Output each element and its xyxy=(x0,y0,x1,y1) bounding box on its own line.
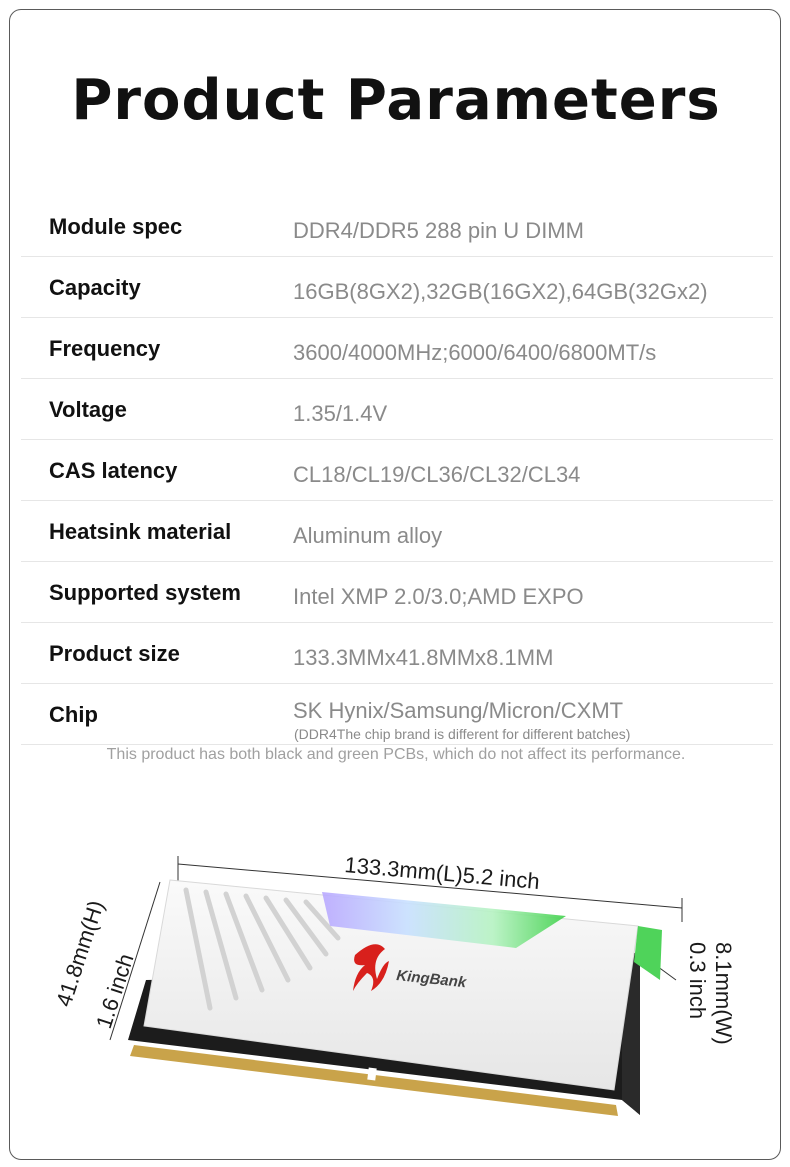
spec-label: Voltage xyxy=(49,397,127,422)
spec-label: Supported system xyxy=(49,580,241,605)
height-dimension-line xyxy=(109,881,161,1041)
spec-row-supported-system: Supported system Intel XMP 2.0/3.0;AMD E… xyxy=(21,562,773,623)
pcb-notch xyxy=(367,1067,377,1081)
spec-row-heatsink-material: Heatsink material Aluminum alloy xyxy=(21,501,773,562)
spec-label: Chip xyxy=(49,702,98,727)
spec-value: SK Hynix/Samsung/Micron/CXMT xyxy=(293,698,624,723)
spec-value: Intel XMP 2.0/3.0;AMD EXPO xyxy=(293,584,584,609)
spec-subvalue: (DDR4The chip brand is different for dif… xyxy=(294,726,631,742)
product-parameters-card: Product Parameters Module spec DDR4/DDR5… xyxy=(9,9,781,1160)
spec-value: Aluminum alloy xyxy=(293,523,443,548)
spec-row-product-size: Product size 133.3MMx41.8MMx8.1MM xyxy=(21,623,773,684)
spec-row-module-spec: Module spec DDR4/DDR5 288 pin U DIMM xyxy=(21,196,773,257)
spec-value: DDR4/DDR5 288 pin U DIMM xyxy=(293,218,584,243)
length-dimension-label: 133.3mm(L)5.2 inch xyxy=(344,852,541,894)
spec-value: CL18/CL19/CL36/CL32/CL34 xyxy=(293,462,581,487)
gold-contacts xyxy=(130,1045,618,1116)
spec-row-voltage: Voltage 1.35/1.4V xyxy=(21,379,773,440)
rgb-side-glow xyxy=(634,926,662,980)
rgb-light-bar xyxy=(322,892,566,948)
spec-row-capacity: Capacity 16GB(8GX2),32GB(16GX2),64GB(32G… xyxy=(21,257,773,318)
height-inch-label: 1.6 inch xyxy=(91,951,139,1032)
heatsink-stripes xyxy=(183,887,341,1011)
ram-module-illustration: 133.3mm(L)5.2 inch 41.8mm(H) 1.6 inch 8.… xyxy=(51,852,736,1116)
spec-label: Module spec xyxy=(49,214,183,239)
spec-row-cas-latency: CAS latency CL18/CL19/CL36/CL32/CL34 xyxy=(21,440,773,501)
spec-label: CAS latency xyxy=(49,458,178,483)
spec-value: 3600/4000MHz;6000/6400/6800MT/s xyxy=(293,340,657,365)
length-dimension-line xyxy=(177,856,683,922)
width-mm-label: 8.1mm(W) xyxy=(711,942,736,1045)
spec-value: 133.3MMx41.8MMx8.1MM xyxy=(293,645,554,670)
spec-label: Product size xyxy=(49,641,180,666)
spec-table: Module spec DDR4/DDR5 288 pin U DIMM Cap… xyxy=(21,196,773,745)
spec-label: Heatsink material xyxy=(49,519,232,544)
pcb-color-note: This product has both black and green PC… xyxy=(106,746,686,763)
spec-row-frequency: Frequency 3600/4000MHz;6000/6400/6800MT/… xyxy=(21,318,773,379)
spec-label: Capacity xyxy=(49,275,141,300)
spec-label: Frequency xyxy=(49,336,161,361)
spec-row-chip: Chip SK Hynix/Samsung/Micron/CXMT (DDR4T… xyxy=(21,684,773,745)
page-title: Product Parameters xyxy=(71,68,721,133)
spec-value: 1.35/1.4V xyxy=(293,401,388,426)
width-inch-label: 0.3 inch xyxy=(685,942,710,1019)
spec-value: 16GB(8GX2),32GB(16GX2),64GB(32Gx2) xyxy=(293,279,708,304)
